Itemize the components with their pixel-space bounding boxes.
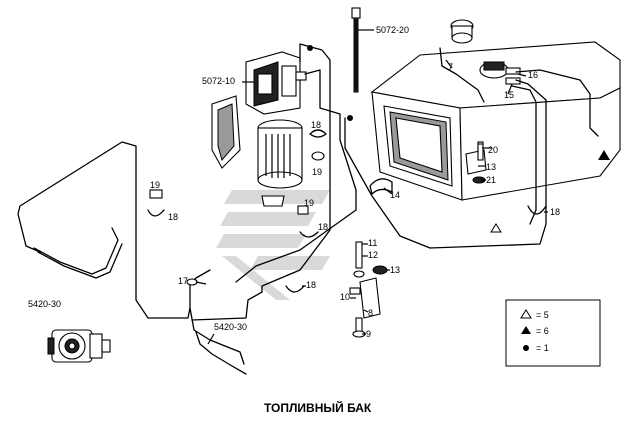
legend-item-3-text: = 1 — [536, 343, 549, 353]
label-17: 17 — [178, 276, 188, 286]
marker-dot-1 — [307, 45, 313, 51]
label-20: 20 — [488, 145, 498, 155]
marker-filled-triangle — [598, 150, 610, 160]
diagram-markers — [307, 45, 610, 233]
marker-open-triangle — [490, 223, 502, 233]
label-13-bracket: 13 — [390, 265, 400, 275]
diagram-title: ТОПЛИВНЫЙ БАК — [264, 400, 372, 415]
label-18-left: 18 — [168, 212, 178, 222]
fuel-filter-5072-10 — [211, 51, 307, 207]
legend-item-1-text: = 5 — [536, 310, 549, 320]
legend: = 5 = 6 = 1 — [505, 299, 601, 367]
label-21: 21 — [486, 175, 496, 185]
leader-lines — [195, 29, 548, 345]
label-9: 9 — [366, 329, 371, 339]
fuel-pump-5420-30 — [47, 329, 111, 363]
label-16: 16 — [528, 70, 538, 80]
fuel-lines — [17, 43, 599, 375]
label-18-right: 18 — [550, 207, 560, 217]
label-19-left: 19 — [150, 180, 160, 190]
label-10: 10 — [340, 292, 350, 302]
label-7: 7 — [448, 62, 453, 72]
legend-item-2-text: = 6 — [536, 326, 549, 336]
label-14: 14 — [390, 190, 400, 200]
label-5072-20: 5072-20 — [376, 25, 409, 35]
label-5072-10: 5072-10 — [202, 76, 235, 86]
label-19-mid: 19 — [304, 198, 314, 208]
label-15: 15 — [504, 90, 514, 100]
label-5420-30-hose: 5420-30 — [214, 322, 247, 332]
part-labels: 5072-20 5072-10 7 16 15 18 19 20 13 21 1… — [28, 25, 560, 339]
marker-dot-2 — [347, 115, 353, 121]
label-19-filter: 19 — [312, 167, 322, 177]
legend-filled-dot-icon — [523, 345, 529, 351]
legend-box — [505, 299, 601, 367]
small-parts — [147, 129, 547, 338]
label-12: 12 — [368, 250, 378, 260]
watermark-logo — [216, 190, 330, 300]
label-5420-30-pump: 5420-30 — [28, 299, 61, 309]
label-13-tank: 13 — [486, 162, 496, 172]
legend-open-triangle-icon — [520, 309, 532, 319]
label-18-mid: 18 — [318, 222, 328, 232]
fuel-tank — [370, 19, 621, 201]
label-11: 11 — [368, 238, 377, 248]
legend-filled-triangle-icon — [521, 326, 531, 334]
label-18-filter: 18 — [311, 120, 321, 130]
label-18-lower: 18 — [306, 280, 316, 290]
level-sensor-5072-20 — [351, 7, 361, 93]
label-8: 8 — [368, 308, 373, 318]
